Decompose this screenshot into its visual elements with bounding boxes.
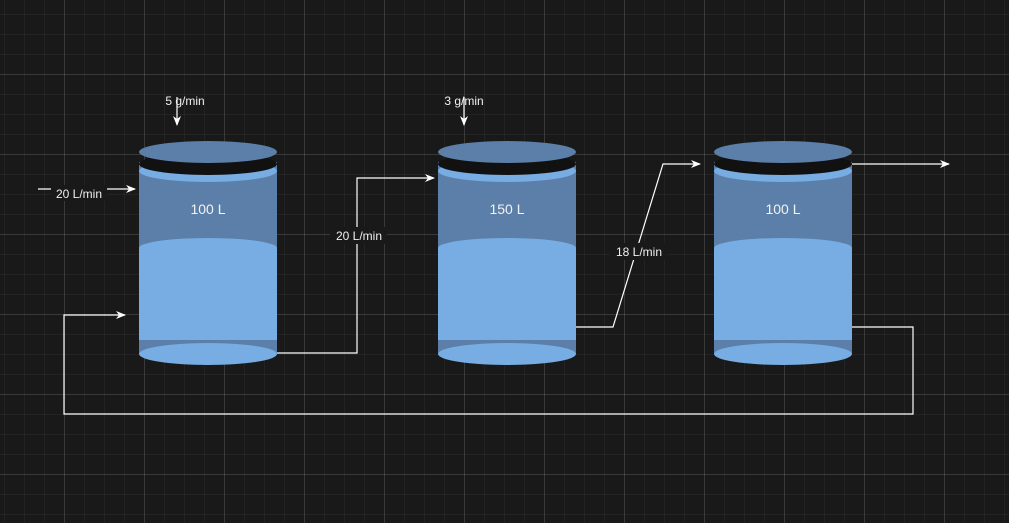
tank-1-to-tank-2-label: 20 L/min (336, 229, 382, 243)
tank-3[interactable]: 100 L (714, 141, 852, 365)
tank-2-top (438, 141, 576, 163)
tank-1-volume: 100 L (190, 201, 225, 217)
tank-1-liquid-level (139, 238, 277, 258)
tank-2[interactable]: 150 L (438, 141, 576, 365)
tank-2-volume: 150 L (489, 201, 524, 217)
tank-1-to-tank-2-connector[interactable] (277, 174, 435, 354)
tank-3-bottom (714, 343, 852, 365)
tank-1-to-tank-2-label-bg (330, 227, 387, 244)
tank-1-dose-label: 5 g/min (165, 94, 204, 108)
tank-2-to-tank-3-label-bg (610, 243, 667, 260)
tank-3-top (714, 141, 852, 163)
tank-2-liquid-level (438, 238, 576, 258)
tank-2-bottom (438, 343, 576, 365)
inlet-flow-label: 20 L/min (56, 187, 102, 201)
tank-3-volume: 100 L (765, 201, 800, 217)
tank-3-liquid-level (714, 238, 852, 258)
tank-2-to-tank-3-label: 18 L/min (616, 245, 662, 259)
tank-1-top (139, 141, 277, 163)
tank-1[interactable]: 100 L (139, 141, 277, 365)
recycle-connector[interactable] (63, 311, 914, 415)
tank-2-dose-label: 3 g/min (444, 94, 483, 108)
tank-1-bottom (139, 343, 277, 365)
inlet-flow-label-bg (51, 185, 107, 201)
